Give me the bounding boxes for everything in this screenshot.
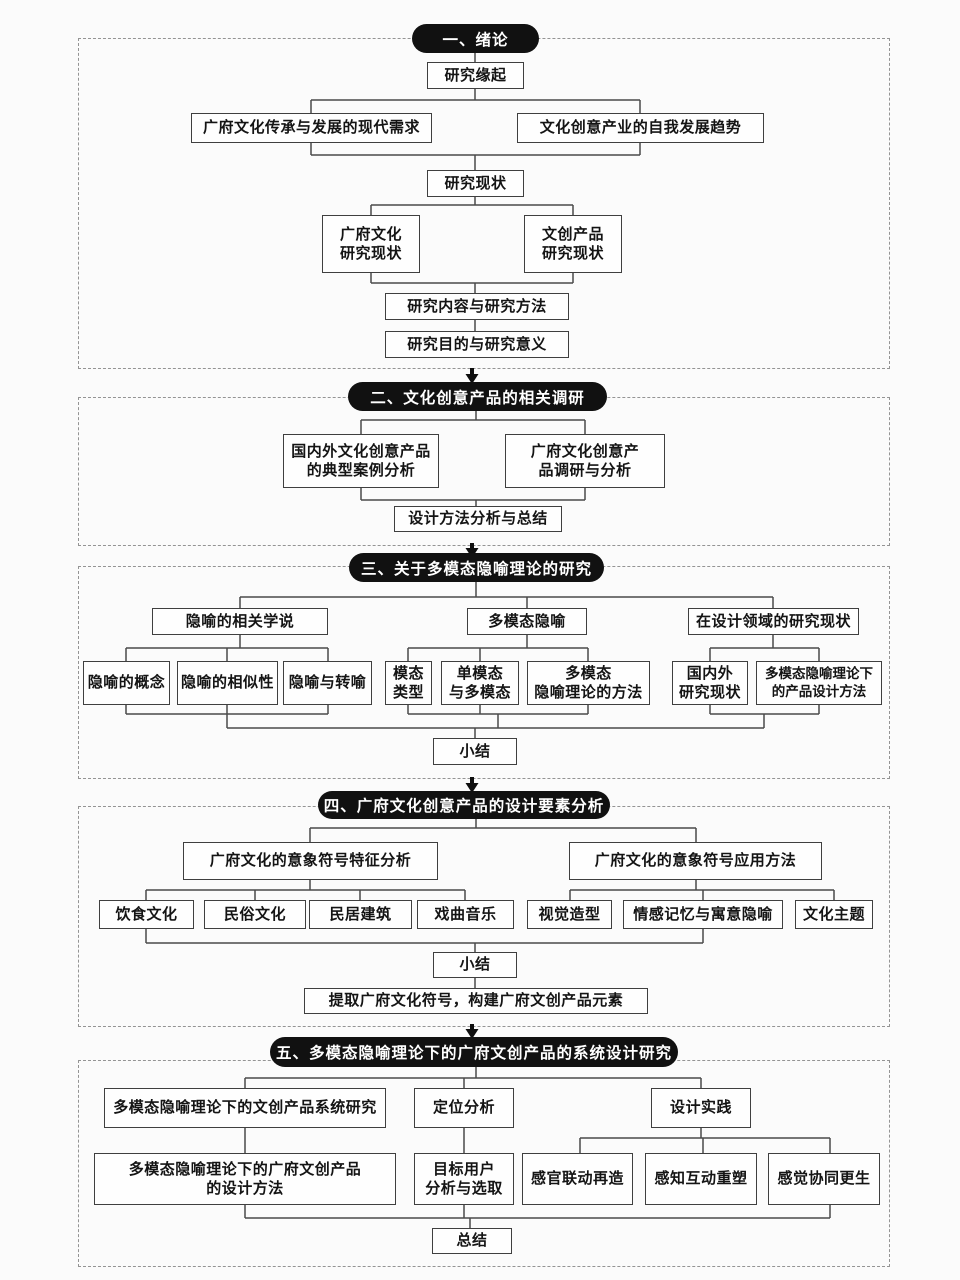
node-multimodal-theory-method: 多模态 隐喻理论的方法 [527, 661, 650, 705]
node-section-3-summary: 小结 [433, 738, 517, 765]
node-emotional-memory-metaphor: 情感记忆与寓意隐喻 [623, 900, 783, 929]
section-3-header-pill: 三、关于多模态隐喻理论的研究 [349, 553, 604, 582]
node-multimodal-metaphor: 多模态隐喻 [467, 608, 587, 635]
node-metaphor-concept: 隐喻的概念 [83, 661, 170, 705]
node-cultural-theme: 文化主题 [795, 900, 873, 929]
node-design-practice: 设计实践 [651, 1088, 751, 1128]
section-2-header-pill: 二、文化创意产品的相关调研 [348, 382, 607, 411]
node-food-culture: 饮食文化 [99, 900, 194, 929]
node-perception-interaction-reshape: 感知互动重塑 [645, 1153, 757, 1205]
section-4-header-pill: 四、广府文化创意产品的设计要素分析 [318, 791, 610, 819]
node-opera-music: 戏曲音乐 [417, 900, 514, 929]
node-positioning-analysis: 定位分析 [414, 1088, 514, 1128]
node-guangfu-modern-need: 广府文化传承与发展的现代需求 [191, 113, 432, 143]
node-metaphor-similarity: 隐喻的相似性 [177, 661, 278, 705]
node-content-and-method: 研究内容与研究方法 [385, 293, 569, 320]
node-residential-architecture: 民居建筑 [309, 900, 412, 929]
node-design-method-summary: 设计方法分析与总结 [394, 506, 562, 532]
node-folk-culture: 民俗文化 [204, 900, 306, 929]
node-extract-symbols-build-elements: 提取广府文化符号，构建广府文创产品元素 [304, 988, 648, 1014]
section-1-header-pill: 一、绪论 [412, 24, 539, 53]
node-domestic-foreign-status: 国内外 研究现状 [672, 661, 748, 705]
section-5-header-pill: 五、多模态隐喻理论下的广府文创产品的系统设计研究 [270, 1037, 678, 1067]
node-sense-synergy-regeneration: 感觉协同更生 [768, 1153, 880, 1205]
node-symbol-feature-analysis: 广府文化的意象符号特征分析 [183, 842, 438, 880]
node-metaphor-metonymy: 隐喻与转喻 [283, 661, 372, 705]
node-typical-case-analysis: 国内外文化创意产品 的典型案例分析 [283, 434, 439, 488]
node-section-4-summary: 小结 [433, 952, 517, 978]
node-single-vs-multimodal: 单模态 与多模态 [441, 661, 519, 705]
node-target-user-selection: 目标用户 分析与选取 [414, 1153, 514, 1205]
node-research-status: 研究现状 [427, 170, 524, 197]
node-product-system-research: 多模态隐喻理论下的文创产品系统研究 [104, 1088, 386, 1128]
node-modal-types: 模态 类型 [385, 661, 432, 705]
node-industry-trend: 文化创意产业的自我发展趋势 [517, 113, 764, 143]
node-guangfu-product-design-method: 多模态隐喻理论下的广府文创产品 的设计方法 [94, 1153, 396, 1205]
node-design-field-status: 在设计领域的研究现状 [688, 608, 859, 635]
node-visual-styling: 视觉造型 [527, 900, 612, 929]
node-guangfu-culture-status: 广府文化 研究现状 [322, 215, 420, 273]
node-guangfu-product-survey: 广府文化创意产 品调研与分析 [505, 434, 665, 488]
node-metaphor-theories: 隐喻的相关学说 [152, 608, 328, 635]
node-cultural-product-status: 文创产品 研究现状 [524, 215, 622, 273]
node-symbol-application-method: 广府文化的意象符号应用方法 [569, 842, 822, 880]
node-research-origin: 研究缘起 [427, 62, 524, 89]
node-product-design-under-theory: 多模态隐喻理论下 的产品设计方法 [756, 661, 882, 705]
node-purpose-and-significance: 研究目的与研究意义 [385, 331, 569, 358]
node-final-conclusion: 总结 [432, 1228, 512, 1254]
node-sensory-linkage-recreation: 感官联动再造 [522, 1153, 633, 1205]
